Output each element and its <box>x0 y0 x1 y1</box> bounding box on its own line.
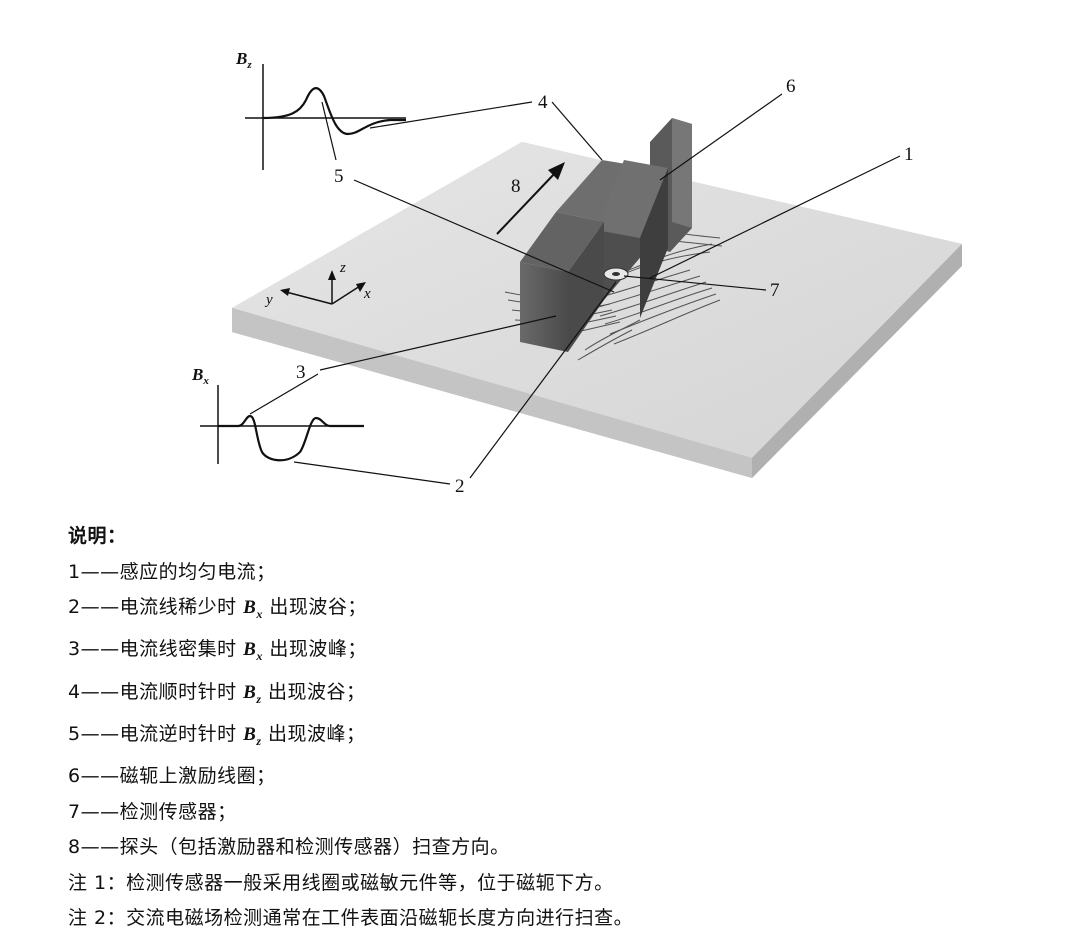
callout-3: 3 <box>296 362 306 383</box>
coordinate-axes <box>280 270 366 305</box>
bx-signal-plot <box>200 385 364 464</box>
page: z y x Bz Bx <box>68 49 962 929</box>
legend-item-4: 4——电流顺时针时 Bz 出现波谷； <box>68 680 366 706</box>
legend-item-1: 1——感应的均匀电流； <box>68 560 276 583</box>
legend-title: 说明： <box>68 525 127 547</box>
bz-axis-label: Bz <box>235 49 252 71</box>
note-2: 注 2：交流电磁场检测通常在工件表面沿磁轭长度方向进行扫查。 <box>68 907 634 930</box>
callout-4: 4 <box>538 92 548 113</box>
bx-axis-label: Bx <box>191 365 209 387</box>
detection-sensor <box>603 267 629 281</box>
callout-2: 2 <box>455 476 465 497</box>
axis-z-label: z <box>339 260 346 276</box>
note-1: 注 1：检测传感器一般采用线圈或磁敏元件等，位于磁轭下方。 <box>68 871 614 894</box>
legend-item-2: 2——电流线稀少时 Bx 出现波谷； <box>68 596 367 621</box>
legend-item-7: 7——检测传感器； <box>68 800 237 823</box>
legend-item-8: 8——探头（包括激励器和检测传感器）扫查方向。 <box>68 836 510 859</box>
leader-lines <box>249 93 901 485</box>
scan-direction-arrow <box>496 162 565 235</box>
axis-y-label: y <box>264 292 273 308</box>
callout-8: 8 <box>511 176 521 197</box>
callout-1: 1 <box>904 144 914 165</box>
callout-6: 6 <box>786 76 796 97</box>
legend: 说明： 1——感应的均匀电流； 2——电流线稀少时 Bx 出现波谷； 3——电流… <box>68 519 1048 937</box>
acfm-probe-diagram: z y x Bz Bx <box>191 49 962 497</box>
magnetic-yoke <box>520 118 692 352</box>
axis-x-label: x <box>363 286 371 302</box>
callout-7: 7 <box>770 280 780 301</box>
legend-item-6: 6——磁轭上激励线圈； <box>68 765 276 788</box>
callout-5: 5 <box>334 166 344 187</box>
legend-item-5: 5——电流逆时针时 Bz 出现波峰； <box>68 722 366 748</box>
legend-item-3: 3——电流线密集时 Bx 出现波峰； <box>68 638 367 664</box>
